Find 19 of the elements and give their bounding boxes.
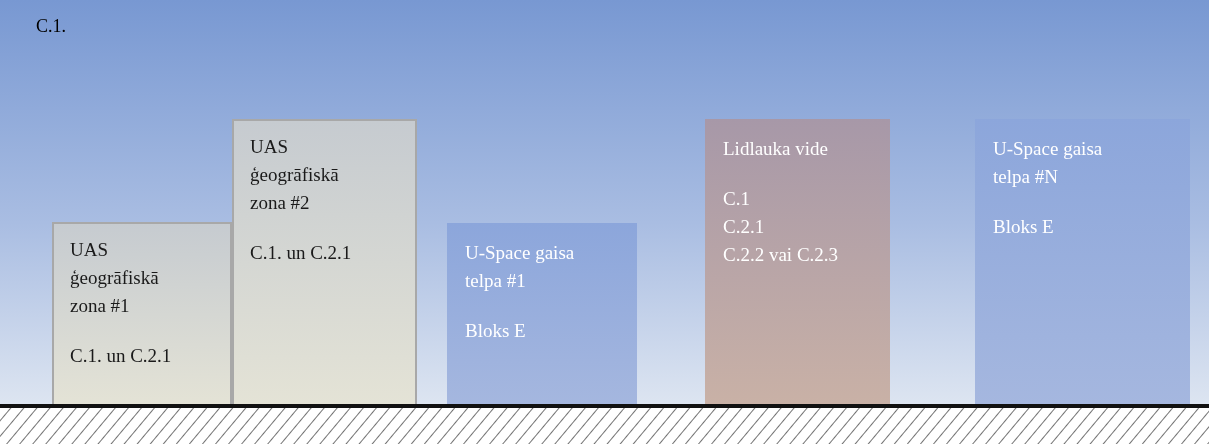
airspace-block <box>447 223 637 405</box>
airfield-block <box>705 119 890 405</box>
airspace-block <box>975 119 1190 405</box>
block-title: UAS ģeogrāfiskā zona #1 <box>70 238 160 318</box>
block-title: UAS ģeogrāfiskā zona #2 <box>250 135 340 215</box>
block-title: C.1. <box>36 15 67 38</box>
zone-block <box>52 222 232 405</box>
block-note: C.1. un C.2.1 <box>70 344 173 368</box>
block-note: C.2.2 vai C.2.3 <box>723 243 840 267</box>
block-note: Bloks E <box>465 319 527 343</box>
sky-background <box>0 0 1209 405</box>
block-note: C.1 <box>723 187 751 211</box>
block-note: C.1. un C.2.1 <box>250 241 353 265</box>
block-title: Lidlauka vide <box>723 137 829 161</box>
block-note: C.2.1 <box>723 215 766 239</box>
block-note: Bloks E <box>993 215 1055 239</box>
zone-block <box>232 119 417 405</box>
block-title: U-Space gaisa telpa #1 <box>465 241 576 293</box>
block-title: U-Space gaisa telpa #N <box>993 137 1104 189</box>
